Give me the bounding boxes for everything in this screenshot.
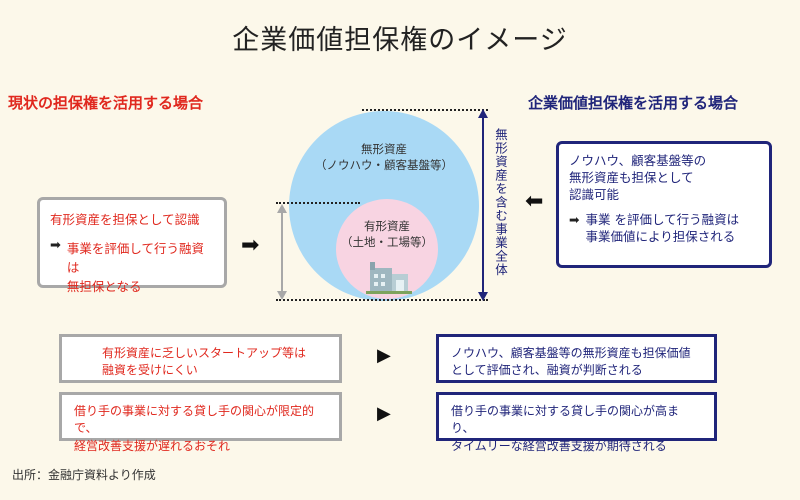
intangible-assets-label: 無形資産 （ノウハウ・顧客基盤等）: [299, 141, 469, 173]
factory-icon: [366, 262, 412, 294]
whole-business-label: 無形資産を含む事業全体: [493, 128, 508, 277]
top-dotted-line: [362, 109, 488, 111]
right-box-line2: 無形資産も担保として: [569, 169, 694, 185]
row2-proposed-line-a: 借り手の事業に対する貸し手の関心が高まり、: [451, 404, 680, 436]
row2-current-line-a: 借り手の事業に対する貸し手の関心が限定的で、: [74, 404, 315, 436]
arrow-right-icon: ➡: [569, 211, 580, 227]
navy-double-arrow: [478, 109, 488, 301]
row1-current-line-b: 融資を受けにくい: [102, 363, 198, 378]
left-box-bullet: ➡ 事業を評価して行う融資は 無担保となる: [50, 238, 214, 295]
tangible-assets-label: 有形資産 （土地・工場等）: [338, 218, 436, 250]
arrow-right-icon: ➡: [50, 238, 61, 253]
tangible-assets-detail: （土地・工場等）: [341, 235, 433, 249]
right-box-line3: 認識可能: [569, 186, 620, 202]
row2-proposed-line-b: タイムリーな経営改善支援が期待される: [451, 438, 667, 453]
row1-proposed-line-a: ノウハウ、顧客基盤等の無形資産も担保価値: [451, 346, 691, 360]
triangle-right-icon: ▶: [377, 403, 391, 424]
left-box: 有形資産を担保として認識 ➡ 事業を評価して行う融資は 無担保となる: [37, 197, 227, 294]
row1-current-line-a: 有形資産に乏しいスタートアップ等は: [102, 346, 307, 360]
arrow-right-icon: ➡: [241, 233, 260, 258]
right-box-line1: ノウハウ、顧客基盤等の: [569, 153, 707, 168]
left-box-line1: 有形資産を担保として認識: [50, 212, 200, 227]
source-note: 出所：金融庁資料より作成: [12, 468, 156, 482]
page-title: 企業価値担保権のイメージ: [232, 25, 568, 56]
row2-proposed: 借り手の事業に対する貸し手の関心が高まり、 タイムリーな経営改善支援が期待される: [436, 392, 717, 453]
row1-proposed-line-b: として評価され、融資が判断される: [451, 363, 643, 378]
row1-current: 有形資産に乏しいスタートアップ等は 融資を受けにくい: [59, 334, 342, 383]
tangible-assets-title: 有形資産: [364, 219, 410, 233]
left-box-line2b: 無担保となる: [66, 279, 142, 294]
arrow-left-icon: ⬅: [525, 189, 544, 214]
triangle-right-icon: ▶: [377, 345, 391, 366]
row2-current: 借り手の事業に対する貸し手の関心が限定的で、 経営改善支援が遅れるおそれ: [59, 392, 342, 453]
row2-current-line-b: 経営改善支援が遅れるおそれ: [74, 438, 231, 453]
intangible-assets-title: 無形資産: [361, 142, 407, 156]
right-box: ノウハウ、顧客基盤等の 無形資産も担保として 認識可能 ➡ 事業 を評価して行う…: [556, 141, 772, 268]
right-box-line4b: 事業価値により担保される: [585, 228, 736, 244]
bottom-dotted-line: [276, 299, 488, 301]
row1-proposed: ノウハウ、顧客基盤等の無形資産も担保価値 として評価され、融資が判断される: [436, 334, 717, 383]
left-header: 現状の担保権を活用する場合: [8, 94, 204, 112]
gray-double-arrow: [277, 204, 287, 300]
left-box-line2a: 事業を評価して行う融資は: [66, 241, 205, 275]
right-header: 企業価値担保権を活用する場合: [528, 94, 739, 112]
right-box-line4a: 事業 を評価して行う融資は: [585, 211, 740, 227]
right-box-bullet: ➡ 事業 を評価して行う融資は 事業価値により担保される: [569, 212, 759, 246]
middle-dotted-line: [276, 202, 360, 204]
intangible-assets-detail: （ノウハウ・顧客基盤等）: [315, 158, 453, 172]
